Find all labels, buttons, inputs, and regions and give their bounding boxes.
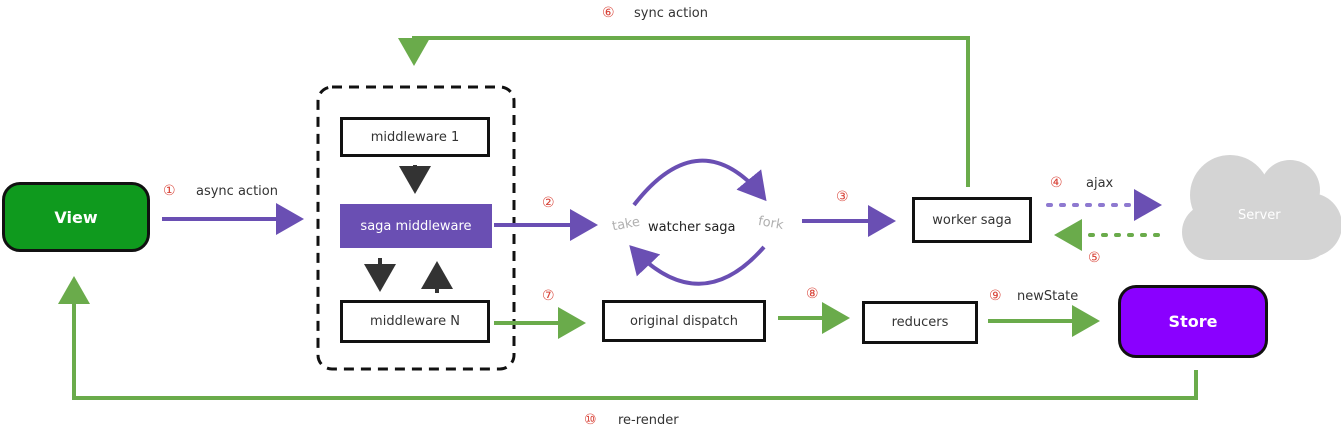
step-4-label: ajax [1086,176,1114,191]
worker-saga-node[interactable]: worker saga [912,197,1032,243]
step-10-label: re-render [618,413,679,428]
middleware-1-label: middleware 1 [370,129,460,145]
reducers-node[interactable]: reducers [862,301,978,344]
saga-middleware-node[interactable]: saga middleware [340,204,492,248]
arrow-sync-action [398,36,970,187]
arc-fork-to-take [629,245,766,286]
step-1-number: ① [163,183,176,199]
step-3-number: ③ [836,189,849,205]
step-7-number: ⑦ [542,288,555,304]
saga-middleware-label: saga middleware [360,218,472,234]
original-dispatch-node[interactable]: original dispatch [602,300,766,342]
step-9-label: newState [1017,289,1079,304]
store-label: Store [1168,312,1218,331]
step-6-number: ⑥ [602,5,615,21]
middleware-n-node[interactable]: middleware N [340,300,490,343]
original-dispatch-label: original dispatch [629,313,739,329]
worker-saga-label: worker saga [932,212,1012,228]
view-node[interactable]: View [2,182,150,252]
step-5-number: ⑤ [1088,250,1101,266]
arc-take-to-fork [632,158,767,207]
reducers-label: reducers [891,315,949,330]
server-cloud-icon [1182,155,1341,260]
view-label: View [54,207,98,227]
store-node[interactable]: Store [1118,285,1268,358]
middleware-n-label: middleware N [370,314,460,329]
arrow-re-render [58,276,1198,400]
step-8-number: ⑧ [806,286,819,302]
step-1-label: async action [196,184,278,199]
watcher-saga-label[interactable]: watcher saga [648,220,736,235]
step-9-number: ⑨ [989,288,1002,304]
server-label: Server [1238,208,1281,223]
middleware-1-node[interactable]: middleware 1 [340,117,490,157]
middleware-container [316,85,516,371]
step-4-number: ④ [1050,175,1063,191]
step-10-number: ⑩ [584,412,597,428]
step-2-number: ② [542,195,555,211]
step-6-label: sync action [634,6,709,21]
